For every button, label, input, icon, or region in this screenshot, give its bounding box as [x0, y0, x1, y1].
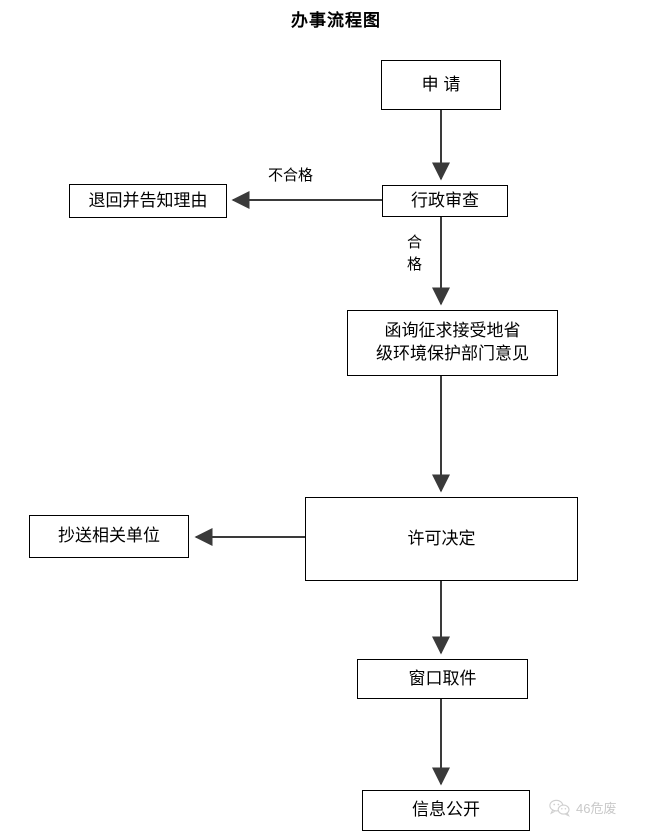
node-consult-provincial-epa-label: 函询征求接受地省 级环境保护部门意见 — [376, 321, 529, 363]
node-license-decision-label: 许可决定 — [407, 528, 476, 548]
node-window-pickup[interactable]: 窗口取件 — [357, 659, 528, 699]
node-information-disclosure[interactable]: 信息公开 — [362, 790, 530, 831]
page-title: 办事流程图 — [291, 11, 381, 30]
node-window-pickup-label: 窗口取件 — [408, 668, 477, 688]
edge-label-fail: 不合格 — [268, 167, 314, 184]
node-apply[interactable]: 申 请 — [381, 60, 501, 110]
node-apply-label: 申 请 — [421, 74, 461, 94]
node-information-disclosure-label: 信息公开 — [412, 800, 480, 820]
node-license-decision[interactable]: 许可决定 — [305, 497, 578, 581]
node-administrative-review[interactable]: 行政审查 — [382, 185, 508, 217]
node-return-with-reason[interactable]: 退回并告知理由 — [69, 184, 227, 218]
edge-label-pass: 合 格 — [407, 234, 423, 273]
node-consult-provincial-epa[interactable]: 函询征求接受地省 级环境保护部门意见 — [347, 310, 558, 376]
watermark: 46危废 — [549, 798, 616, 817]
node-copy-to-related-units[interactable]: 抄送相关单位 — [29, 515, 189, 558]
node-administrative-review-label: 行政审查 — [411, 190, 479, 210]
node-copy-to-related-units-label: 抄送相关单位 — [58, 526, 160, 546]
wechat-icon — [549, 799, 571, 817]
watermark-text: 46危废 — [576, 801, 617, 816]
node-return-with-reason-label: 退回并告知理由 — [88, 190, 208, 210]
